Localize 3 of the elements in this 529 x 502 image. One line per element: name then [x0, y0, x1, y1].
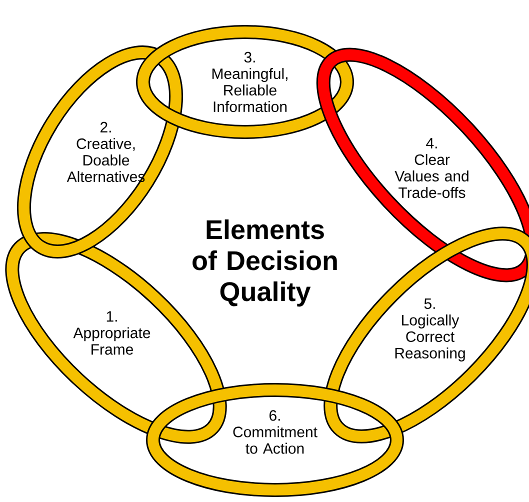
chain-link: 6. Commitment to Action — [146, 382, 404, 497]
title: Elements of Decision Quality — [192, 219, 337, 307]
chain-link: 3. Meaningful, Reliable Information — [136, 25, 354, 139]
